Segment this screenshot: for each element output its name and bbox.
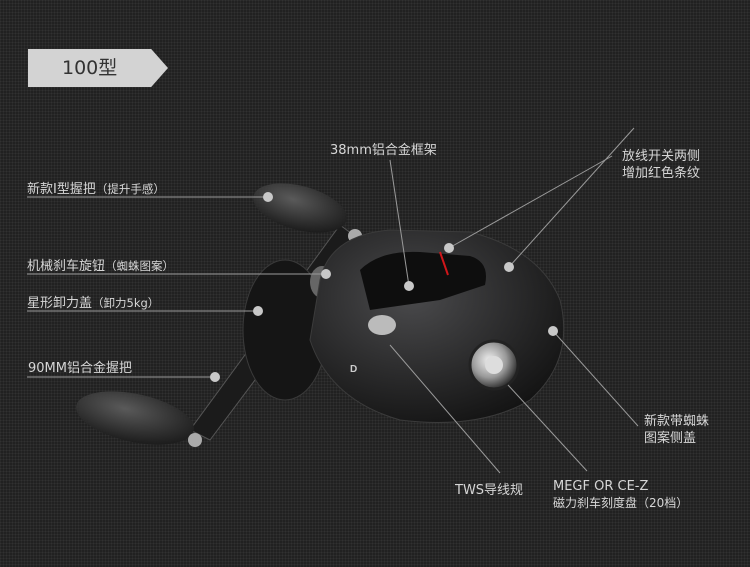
label-star-drag: 星形卸力盖（卸力5kg） <box>27 292 159 311</box>
label-star-drag-main: 星形卸力盖 <box>27 296 93 311</box>
label-side-cover: 新款带蜘蛛图案侧盖 <box>644 413 709 447</box>
label-tws: TWS导线规 <box>455 483 524 498</box>
label-brake-knob-main: 机械刹车旋钮 <box>27 259 106 274</box>
label-handle-main: 新款I型握把 <box>27 182 96 197</box>
label-megf: MEGF OR CE-Z 磁力刹车刻度盘（20档） <box>553 479 688 511</box>
label-star-drag-sub: （卸力5kg） <box>92 296 160 310</box>
lower-handle-knob <box>76 391 194 445</box>
label-clutch: 放线开关两侧增加红色条纹 <box>622 148 700 182</box>
label-clutch-line2: 增加红色条纹 <box>622 166 701 181</box>
label-megf-line1: MEGF OR CE-Z <box>553 479 649 494</box>
callout-dots <box>210 192 558 382</box>
clutch-red-stripe <box>439 251 449 276</box>
label-side-cover-line2: 图案侧盖 <box>644 431 697 446</box>
label-handle-sub: （提升手感） <box>95 182 165 196</box>
spool-window <box>360 251 486 310</box>
label-clutch-line1: 放线开关两侧 <box>622 149 701 164</box>
label-handle: 新款I型握把（提升手感） <box>27 178 165 197</box>
brand-logo: D <box>350 364 357 375</box>
level-wind <box>368 315 396 335</box>
model-badge: 100型 <box>28 49 168 87</box>
label-side-cover-line1: 新款带蜘蛛 <box>644 414 710 429</box>
label-frame: 38mm铝合金框架 <box>330 143 437 158</box>
label-brake-knob: 机械刹车旋钮（蜘蛛图案） <box>27 255 174 274</box>
leader-lines <box>27 127 639 474</box>
label-arm: 90MM铝合金握把 <box>28 361 132 376</box>
label-megf-line2: 磁力刹车刻度盘（20档） <box>553 496 689 510</box>
upper-handle-knob <box>253 183 347 233</box>
label-brake-knob-sub: （蜘蛛图案） <box>105 259 175 273</box>
